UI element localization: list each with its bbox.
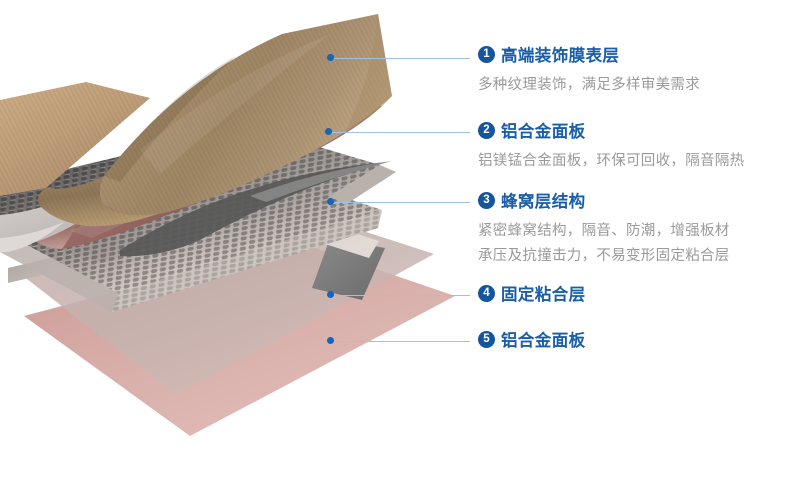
callout-title-2: 铝合金面板 [501,123,586,141]
callout-line-4 [333,295,470,296]
callout-heading-2: 2 铝合金面板 [478,118,800,142]
callout-line-3 [333,202,470,203]
callout-dot-1 [327,54,334,61]
callout-line-1 [333,58,470,59]
callout-desc-3: 紧密蜂窝结构，隔音、防潮，增强板材 承压及抗撞击力，不易变形固定粘合层 [478,219,800,269]
callout-dot-3 [327,198,334,205]
callout-desc-1: 多种纹理装饰，满足多样审美需求 [478,73,800,98]
callout-title-5: 铝合金面板 [501,332,586,350]
callout-badge-1: 1 [478,45,495,63]
layer-decorative-wood-film [0,14,392,227]
callout-heading-1: 1 高端装饰膜表层 [478,42,800,66]
callout-desc-3-line-1: 紧密蜂窝结构，隔音、防潮，增强板材 [478,223,730,239]
callout-heading-4: 4 固定粘合层 [478,281,800,305]
callout-line-5 [333,341,470,342]
callout-badge-4: 4 [478,284,495,302]
callout-badge-2: 2 [478,121,495,139]
callout-item-5: 5 铝合金面板 [478,327,800,351]
callout-item-2: 2 铝合金面板 铝镁锰合金面板，环保可回收，隔音隔热 [478,118,800,174]
callout-desc-2-line-1: 铝镁锰合金面板，环保可回收，隔音隔热 [478,153,745,169]
callout-title-3: 蜂窝层结构 [501,193,586,211]
callout-item-1: 1 高端装饰膜表层 多种纹理装饰，满足多样审美需求 [478,42,800,98]
layered-panel-illustration [0,14,455,436]
callout-item-3: 3 蜂窝层结构 紧密蜂窝结构，隔音、防潮，增强板材 承压及抗撞击力，不易变形固定… [478,188,800,269]
callout-line-2 [331,132,470,133]
callout-heading-3: 3 蜂窝层结构 [478,188,800,212]
callout-item-4: 4 固定粘合层 [478,281,800,305]
grey-film-sliver [120,161,392,257]
callout-dot-4 [327,291,334,298]
callout-dot-2 [325,128,332,135]
callout-title-1: 高端装饰膜表层 [501,47,620,65]
callout-desc-1-line-1: 多种纹理装饰，满足多样审美需求 [478,77,700,93]
callout-badge-3: 3 [478,191,495,209]
callout-badge-5: 5 [478,330,495,348]
callout-dot-5 [327,337,334,344]
callout-desc-2: 铝镁锰合金面板，环保可回收，隔音隔热 [478,149,800,174]
callout-title-4: 固定粘合层 [501,286,586,304]
callout-legend: 1 高端装饰膜表层 多种纹理装饰，满足多样审美需求 2 铝合金面板 铝镁锰合金面… [470,0,800,497]
callout-heading-5: 5 铝合金面板 [478,327,800,351]
callout-desc-3-line-2: 承压及抗撞击力，不易变形固定粘合层 [478,248,730,264]
